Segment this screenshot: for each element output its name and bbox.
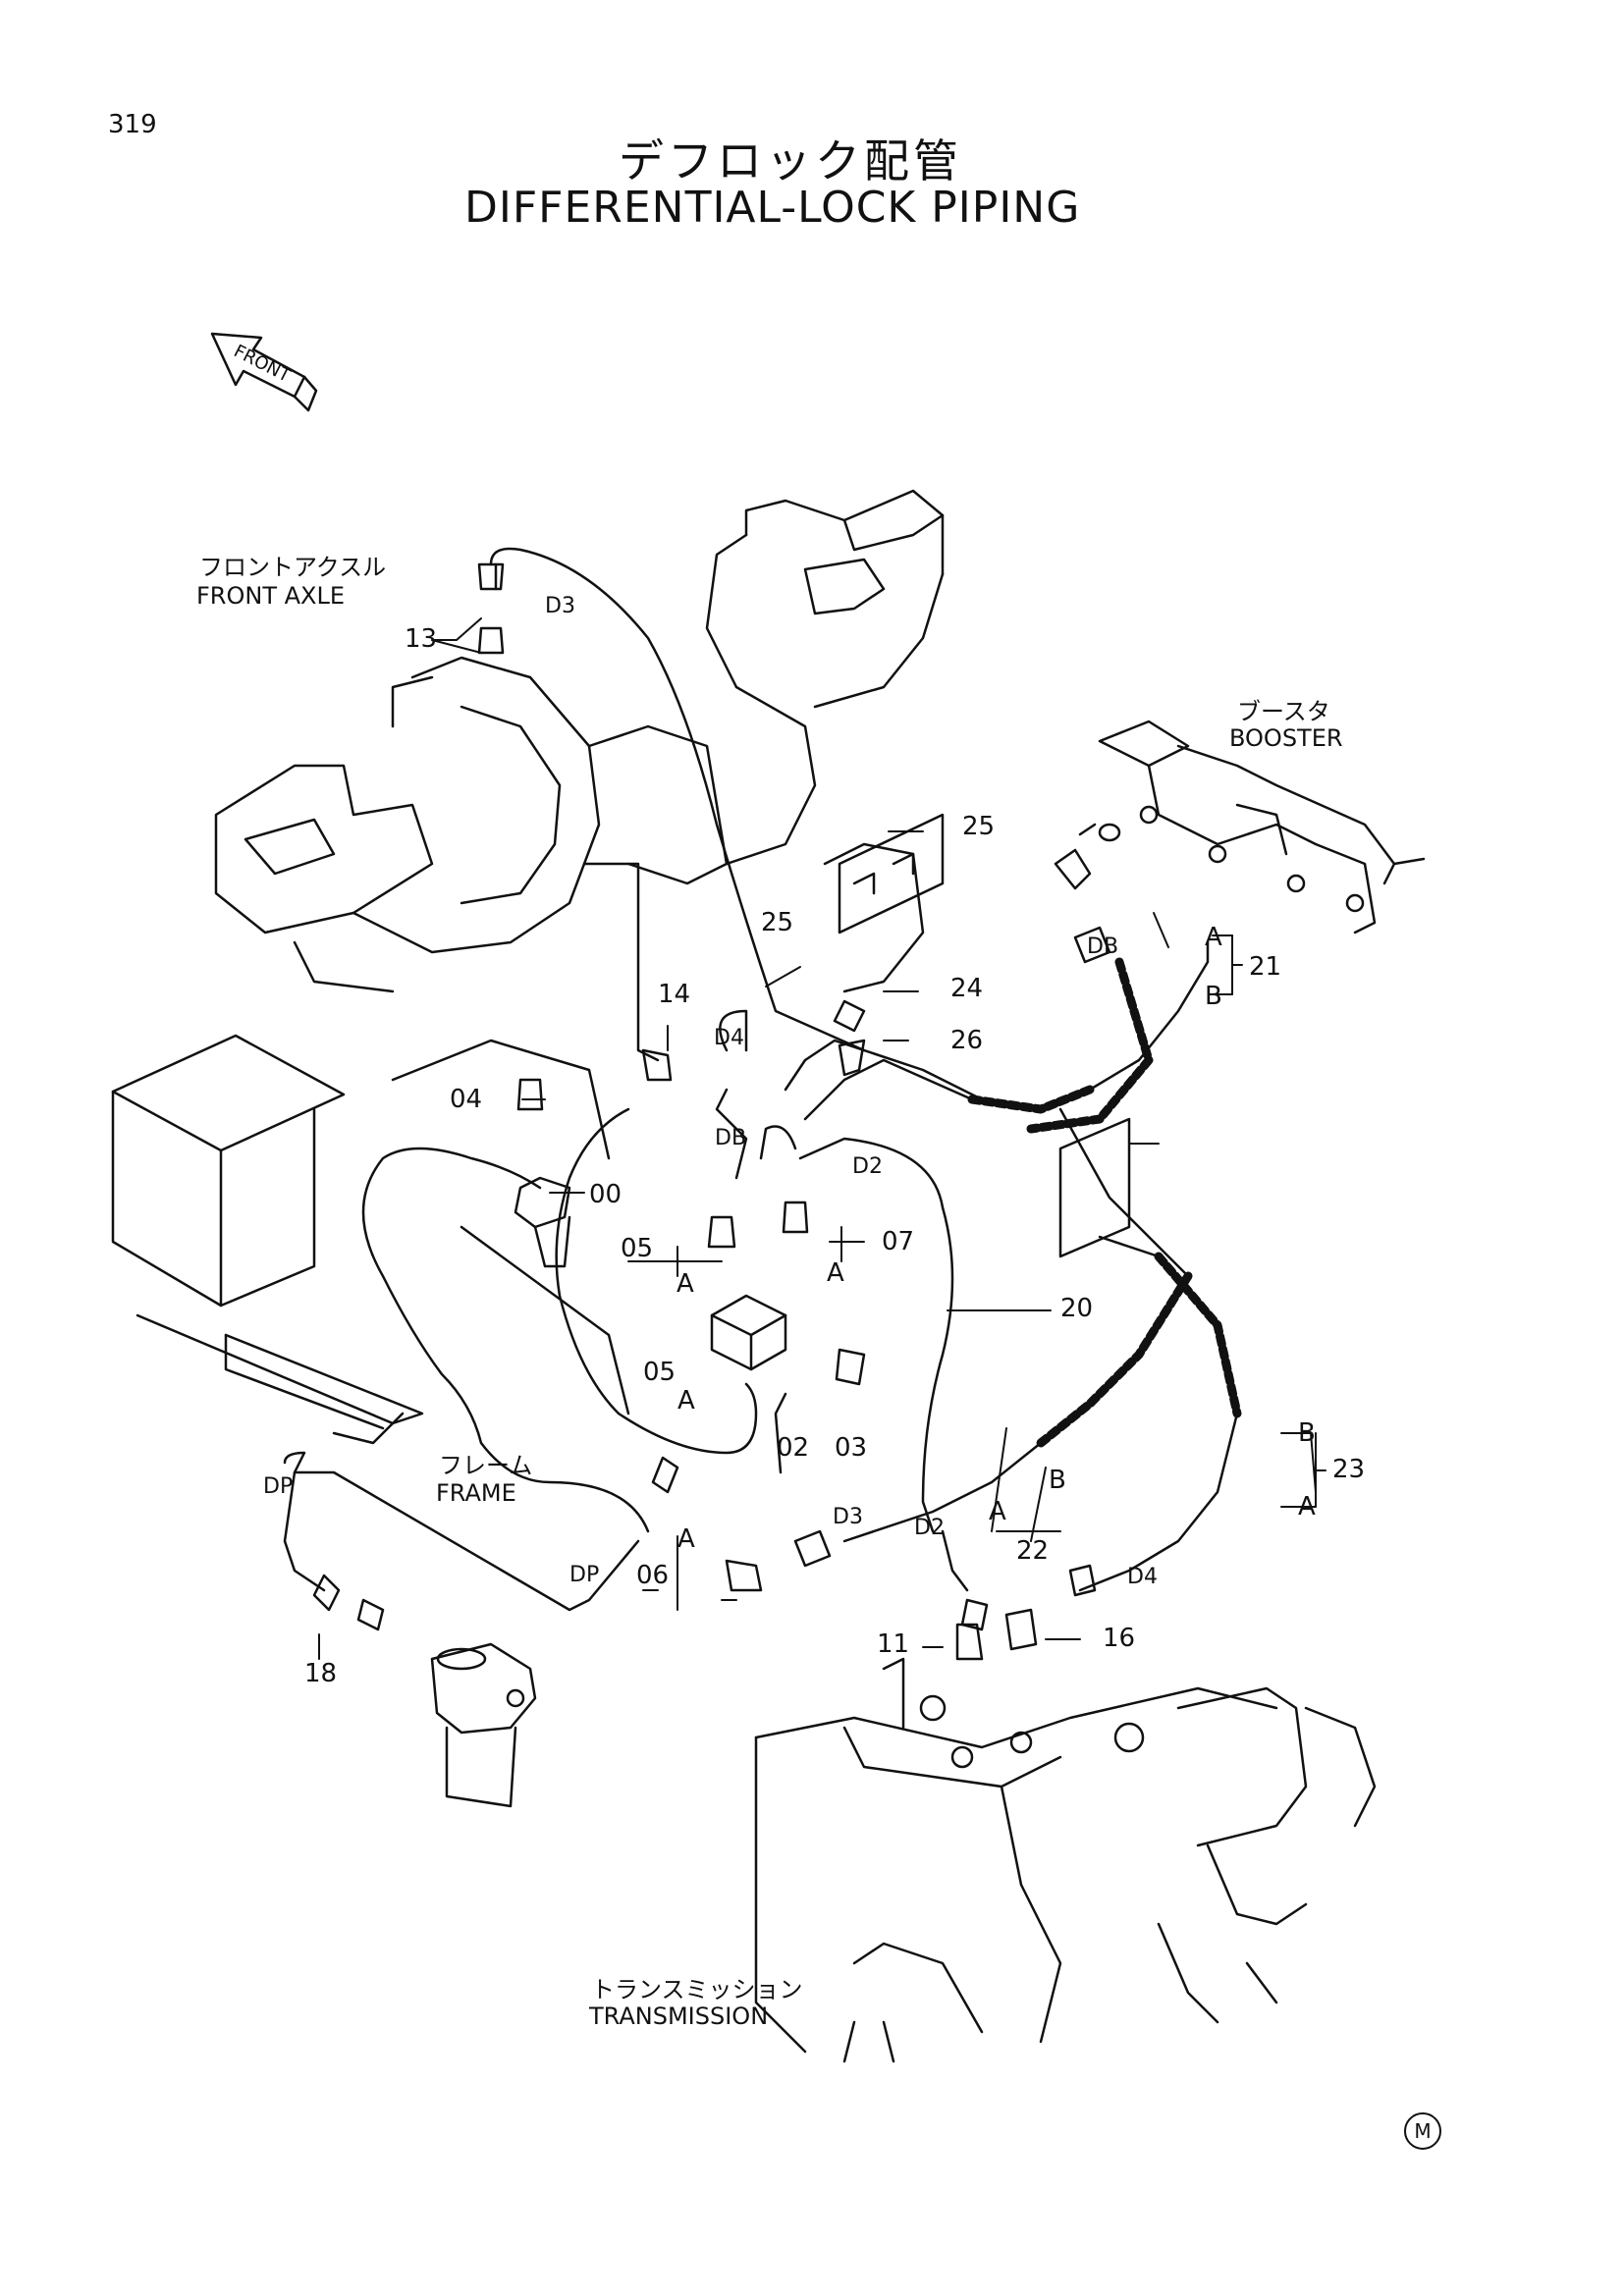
frame-label-en: FRAME [436, 1479, 516, 1507]
transmission-label-en: TRANSMISSION [589, 2002, 769, 2030]
hose-sleeves [967, 957, 1242, 1448]
booster-label-jp: ブースタ [1237, 698, 1330, 725]
end-a-07: A [827, 1258, 844, 1288]
hose-mark-d4-bottom: D4 [1127, 1565, 1158, 1589]
page-number: 319 [108, 110, 157, 139]
end-a-05: A [677, 1269, 694, 1299]
part-25-upper: 25 [962, 812, 996, 841]
part-18: 18 [304, 1659, 338, 1688]
booster-label-en: BOOSTER [1229, 724, 1343, 752]
end-b-23: B [1298, 1418, 1316, 1448]
part-20: 20 [1060, 1294, 1094, 1323]
end-a-21: A [1205, 923, 1222, 952]
leader-lines [318, 617, 1326, 1660]
part-16: 16 [1103, 1624, 1136, 1653]
part-25-lower: 25 [761, 908, 794, 937]
title-japanese: デフロック配管 [619, 134, 962, 187]
part-06: 06 [636, 1561, 670, 1590]
part-00: 00 [589, 1180, 623, 1209]
fittings [312, 562, 1111, 1661]
hose-mark-d3-bottom: D3 [833, 1505, 863, 1529]
frame-drawing [111, 1034, 630, 1445]
part-04: 04 [450, 1085, 483, 1114]
part-05-lower: 05 [643, 1358, 677, 1387]
front-axle-label-jp: フロントアクスル [199, 554, 387, 581]
transmission-label-jp: トランスミッション [591, 1976, 803, 2003]
title-english: DIFFERENTIAL-LOCK PIPING [464, 183, 1081, 233]
part-02: 02 [777, 1433, 810, 1463]
part-11: 11 [877, 1629, 910, 1659]
front-arrow-icon [210, 332, 318, 412]
part-05-upper: 05 [621, 1234, 654, 1263]
part-21: 21 [1249, 952, 1282, 982]
frame-label-jp: フレーム [439, 1452, 533, 1479]
front-axle-drawing [214, 489, 945, 993]
hose-mark-d2-bottom: D2 [914, 1516, 945, 1540]
filter-drawing [430, 1642, 537, 1808]
hose-mark-d3-top: D3 [545, 594, 575, 618]
end-a-22: A [989, 1497, 1006, 1526]
part-13: 13 [405, 624, 438, 654]
hose-mark-dp-right: DP [569, 1563, 600, 1587]
end-a-06: A [677, 1524, 695, 1554]
end-b-21: B [1205, 982, 1222, 1011]
part-26: 26 [950, 1026, 984, 1055]
part-24: 24 [950, 974, 984, 1003]
booster-drawing [1054, 720, 1426, 934]
end-a-05-lower: A [677, 1386, 695, 1415]
hose-mark-dp-left: DP [263, 1474, 294, 1499]
hose-mark-d4-top: D4 [714, 1026, 744, 1050]
hose-mark-d2-mid: D2 [852, 1154, 883, 1179]
part-14: 14 [658, 980, 691, 1009]
piping-lines [283, 547, 1239, 1612]
hose-mark-db-mid: DB [715, 1126, 747, 1150]
valve-block-drawing [514, 813, 1131, 1371]
transmission-drawing [754, 1657, 1377, 2063]
part-07: 07 [882, 1227, 915, 1256]
part-22: 22 [1016, 1536, 1050, 1566]
end-b-22: B [1049, 1466, 1066, 1495]
end-a-23: A [1298, 1492, 1316, 1522]
part-23: 23 [1332, 1455, 1366, 1484]
part-03: 03 [835, 1433, 868, 1463]
hose-mark-db-booster: DB [1087, 934, 1119, 959]
manual-mark-icon: M [1404, 2112, 1441, 2150]
front-axle-label-en: FRONT AXLE [196, 582, 346, 610]
